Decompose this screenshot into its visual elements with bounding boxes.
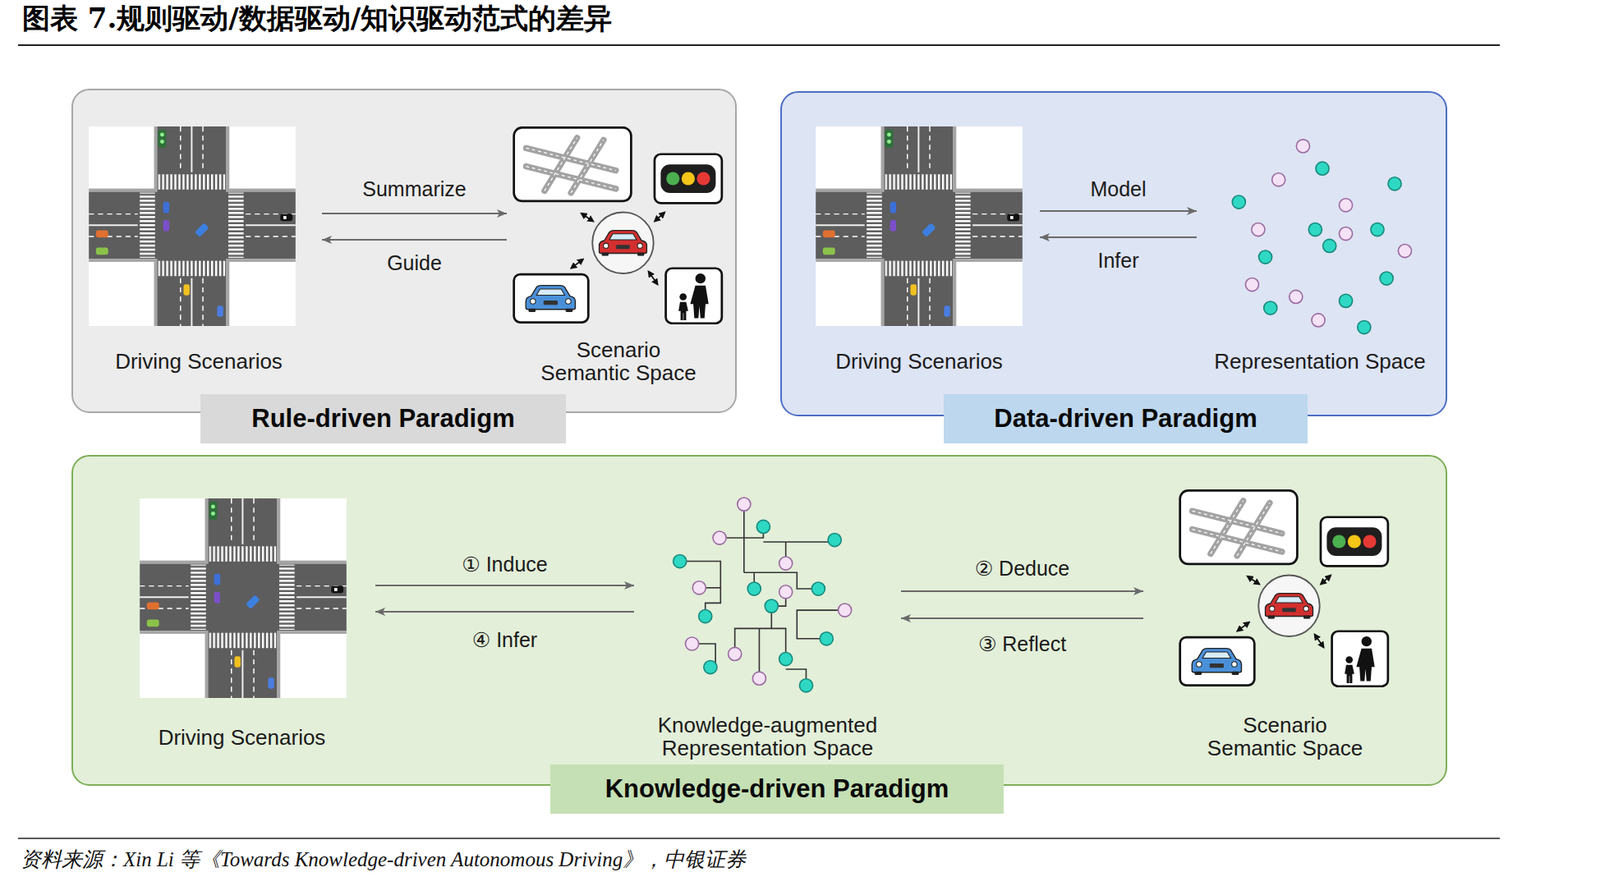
flow-arrow <box>375 584 635 587</box>
scene-node: Scenario Semantic Space <box>1143 487 1427 762</box>
caption-rule <box>18 837 1500 840</box>
scene-illustration <box>511 125 727 325</box>
arrow-label: Infer <box>1097 248 1139 273</box>
scene-illustration <box>1177 488 1393 688</box>
flow-arrow <box>1039 236 1197 239</box>
scene-node: Knowledge-augmented Representation Space <box>634 487 902 762</box>
scene-illustration <box>815 126 1023 327</box>
flow-arrow <box>375 611 635 613</box>
scene-illustration <box>1225 133 1420 338</box>
scene-node: Driving Scenarios <box>108 492 376 756</box>
flow-arrow <box>321 212 507 215</box>
scene-illustration <box>664 491 864 695</box>
node-label: Scenario Semantic Space <box>534 338 704 385</box>
flow-arrow <box>1039 210 1197 212</box>
arrow-label: ② Deduce <box>974 556 1071 581</box>
paradigm-name: Data-driven Paradigm <box>993 404 1257 434</box>
arrow-label: Guide <box>386 250 442 276</box>
illustration-use <box>139 498 347 699</box>
node-label: Driving Scenarios <box>158 726 327 750</box>
scene-node: Representation Space <box>1196 120 1444 380</box>
paradigm-band: Data-driven Paradigm <box>943 394 1308 444</box>
flow-arrow <box>321 239 507 241</box>
paradigm-panel: Rule-driven ParadigmDriving ScenariosSce… <box>71 88 737 414</box>
arrow-label: ④ Infer <box>472 627 538 653</box>
node-label: Representation Space <box>1213 349 1426 373</box>
flow-arrow <box>901 617 1144 620</box>
node-label: Knowledge-augmented Representation Space <box>644 713 892 760</box>
figure-title: 图表 7.规则驱动/数据驱动/知识驱动范式的差异 <box>22 0 612 37</box>
illustration-use <box>815 126 1023 327</box>
source-caption: 资料来源：Xin Li 等《Towards Knowledge-driven A… <box>20 845 746 874</box>
paradigm-band: Rule-driven Paradigm <box>200 394 566 444</box>
paradigm-panel: Knowledge-driven ParadigmDriving Scenari… <box>71 455 1448 787</box>
illustration-use <box>514 127 722 323</box>
illustration-use <box>673 497 852 693</box>
arrow-label: ① Induce <box>461 551 548 577</box>
arrow-label: Summarize <box>362 176 466 202</box>
node-label: Scenario Semantic Space <box>1200 713 1370 760</box>
paradigm-band: Knowledge-driven Paradigm <box>550 764 1004 814</box>
illustration-use <box>1232 139 1412 335</box>
node-label: Driving Scenarios <box>114 349 283 373</box>
flow-arrow <box>901 590 1144 593</box>
paradigm-name: Rule-driven Paradigm <box>251 404 515 434</box>
illustration-use <box>88 126 296 327</box>
arrow-label: ③ Reflect <box>978 631 1067 657</box>
scene-node: Driving Scenarios <box>798 120 1040 380</box>
arrow-label: Model <box>1089 176 1146 202</box>
illustration-use <box>1180 490 1389 686</box>
scene-illustration <box>88 126 296 327</box>
scene-node: Scenario Semantic Space <box>506 123 731 390</box>
title-rule <box>18 44 1500 46</box>
scene-illustration <box>139 498 347 699</box>
scene-node: Driving Scenarios <box>75 120 322 380</box>
node-label: Driving Scenarios <box>835 349 1003 373</box>
paradigm-name: Knowledge-driven Paradigm <box>605 774 950 805</box>
